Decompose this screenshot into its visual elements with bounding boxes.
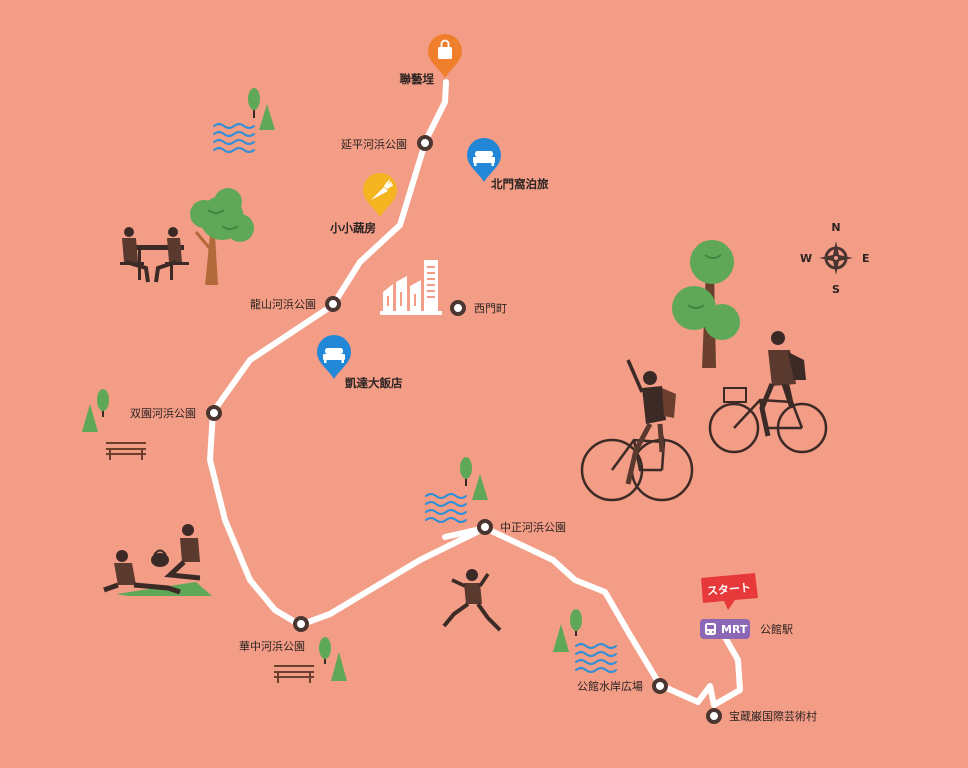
label-shopping: 聯藝埕 [400, 72, 435, 86]
water-waves-middle [425, 493, 467, 523]
bed-icon [323, 348, 345, 363]
label-ximen: 西門町 [474, 302, 507, 315]
runner-figure [442, 569, 502, 632]
label-veggie: 小小蔬房 [329, 221, 376, 235]
station-zhongzheng[interactable] [477, 519, 493, 535]
station-huazhong[interactable] [293, 616, 309, 632]
small-trees-huazhong [319, 637, 347, 681]
cyclist-right [708, 331, 828, 454]
compass-n: N [831, 221, 840, 234]
label-zhongzheng: 中正河浜公園 [500, 521, 566, 534]
label-shuangyuan: 双園河浜公園 [130, 407, 196, 420]
small-trees-top [248, 88, 275, 130]
station-shuangyuan[interactable] [206, 405, 222, 421]
station-longshan[interactable] [325, 296, 341, 312]
small-trees-zhongzheng [460, 457, 488, 500]
station-gongguan-waterfront[interactable] [652, 678, 668, 694]
compass-s: S [832, 283, 840, 296]
poi-hotel-kaida-pin[interactable] [317, 335, 351, 379]
bed-icon [473, 151, 495, 166]
big-tree-right [672, 240, 740, 368]
poi-veggie-pin[interactable] [363, 173, 397, 217]
label-longshan: 龍山河浜公園 [250, 297, 316, 311]
bench-huazhong [274, 665, 314, 683]
start-bubble[interactable]: スタート [701, 573, 758, 610]
station-treasure-hill[interactable] [706, 708, 722, 724]
train-icon [705, 623, 716, 635]
small-trees-gongguan [553, 609, 582, 652]
station-yanping[interactable] [417, 135, 433, 151]
label-gongguan-waterfront: 公館水岸広場 [577, 679, 643, 693]
compass-w: W [800, 252, 812, 265]
mrt-badge[interactable]: MRT [700, 619, 750, 639]
ximen-buildings-icon [380, 260, 442, 315]
water-waves-bottom [575, 643, 617, 673]
label-treasure-hill: 宝蔵巌国際芸術村 [729, 709, 817, 723]
station-ximen[interactable] [450, 300, 466, 316]
mrt-label: MRT [721, 623, 748, 636]
carrot-icon [371, 180, 393, 200]
start-label: スタート [706, 581, 751, 598]
label-yanping: 延平河浜公園 [341, 138, 407, 151]
poi-shopping-pin[interactable] [428, 34, 462, 78]
label-hotel-north: 北門窩泊旅 [491, 177, 549, 191]
picnic-blanket-people [103, 524, 212, 596]
poi-hotel-north-pin[interactable] [467, 138, 501, 182]
bench-shuangyuan [106, 442, 146, 460]
small-trees-shuangyuan [82, 389, 109, 432]
shopping-bag-icon [438, 39, 452, 59]
big-tree-left [190, 188, 254, 285]
label-huazhong: 華中河浜公園 [239, 640, 305, 653]
compass-rose-icon [819, 241, 853, 275]
label-hotel-kaida: 凱達大飯店 [345, 376, 403, 390]
cycling-route-path [207, 79, 743, 708]
compass-e: E [862, 252, 870, 265]
cyclist-left [580, 359, 694, 502]
picnic-table-people [120, 227, 189, 283]
label-gongguan-station: 公館駅 [760, 622, 793, 636]
water-waves-top [213, 123, 255, 153]
